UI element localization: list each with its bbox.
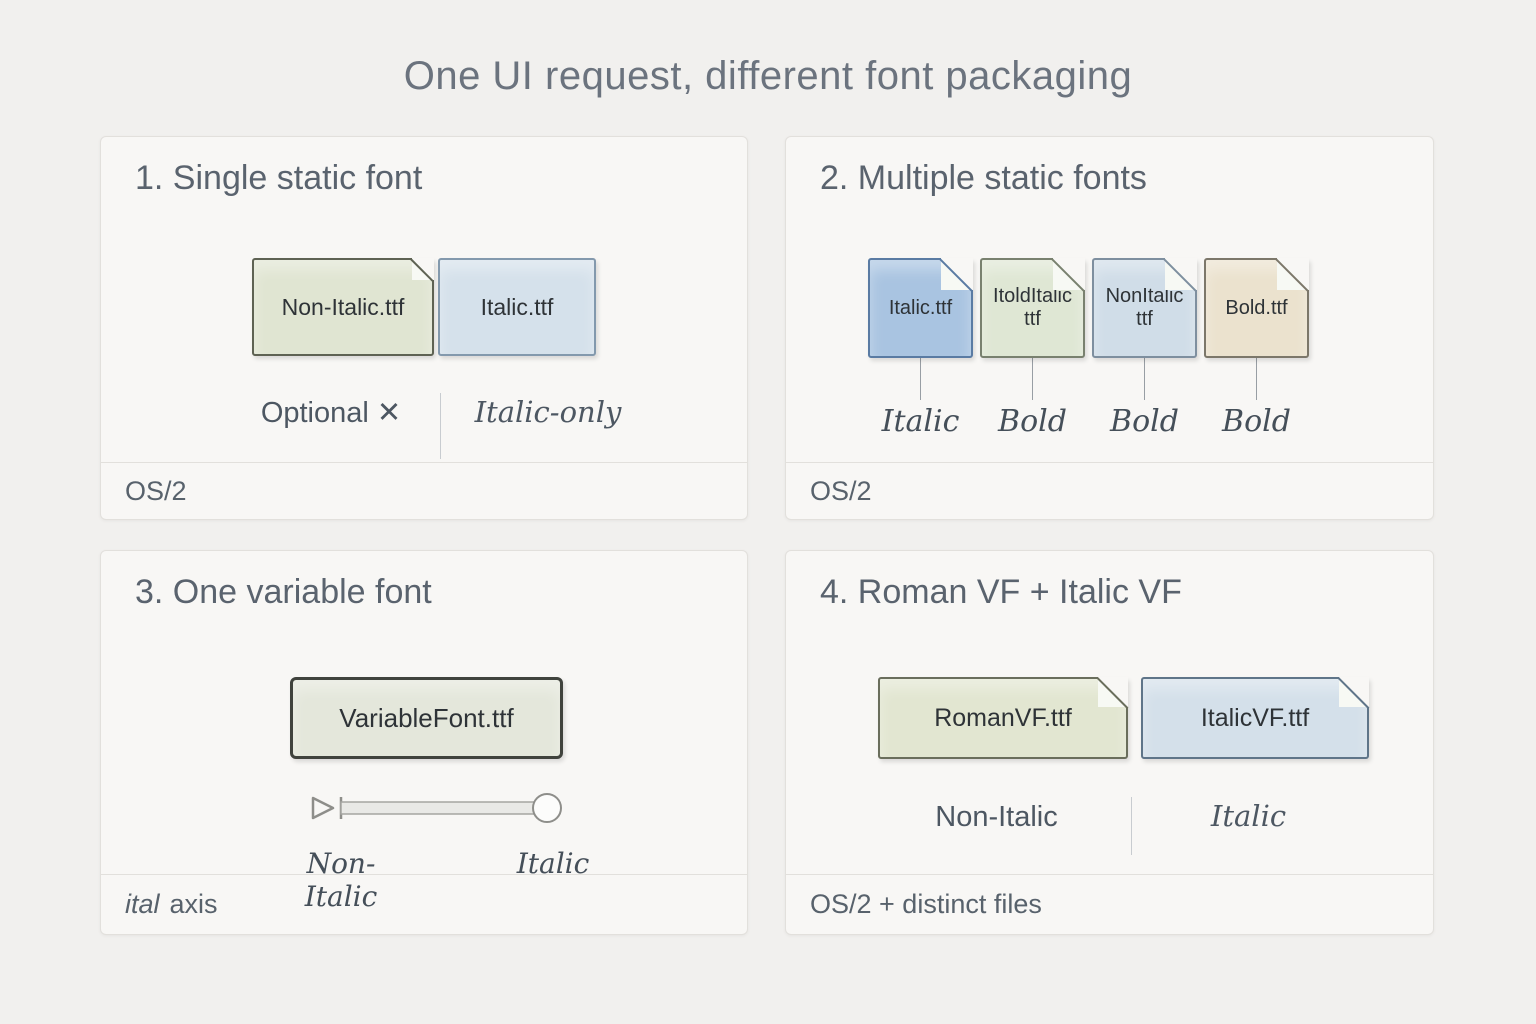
file-name: VariableFont.ttf (339, 702, 514, 733)
file-name: RomanVF.ttf (934, 703, 1072, 732)
panel4-footer: OS/2 + distinct files (786, 874, 1433, 934)
file-icon-italicvf-ttf: ItalicVF.ttf (1141, 677, 1369, 759)
panel-one-variable-font: 3. One variable font VariableFont.ttf No… (100, 550, 748, 935)
file-icon-italic-ttf: Italic.ttf (868, 258, 973, 358)
panel3-heading: 3. One variable font (135, 573, 432, 611)
panel2-footer: OS/2 (786, 462, 1433, 519)
file-name: ItoldItalic ttf (993, 285, 1072, 330)
footer-axis-tag: ital (125, 889, 160, 919)
caption-italic-only: Italic-only (474, 395, 622, 429)
style-label: Bold (1222, 404, 1291, 439)
caption-divider (1131, 797, 1132, 855)
file-icon-non-italic-ttf: Non-Italic.ttf (252, 258, 434, 356)
caption-optional: Optional ✕ (260, 397, 402, 429)
panel-single-static-font: 1. Single static font Non-Italic.ttf Ita… (100, 136, 748, 520)
panel-multiple-static-fonts: 2. Multiple static fonts Italic.ttf Ital… (785, 136, 1434, 520)
slider-knob (532, 793, 562, 823)
connector-line (1144, 358, 1145, 400)
file-name: Bold.ttf (1225, 296, 1288, 319)
footer-text: OS/2 + distinct files (810, 889, 1042, 919)
caption-italic: Italic (1210, 799, 1287, 833)
panel3-footer: ital axis (101, 874, 747, 934)
slider-label-non-italic: Non-Italic (304, 847, 378, 913)
connector-line (1032, 358, 1033, 400)
caption-non-italic: Non-Italic (935, 801, 1058, 833)
panel-roman-vf-italic-vf: 4. Roman VF + Italic VF RomanVF.ttf Ital… (785, 550, 1434, 935)
panel2-heading: 2. Multiple static fonts (820, 159, 1147, 197)
slider-track (340, 801, 542, 815)
file-icon-bold-ttf: Bold.ttf (1204, 258, 1309, 358)
file-column: Italic.ttf Italic (868, 258, 973, 439)
panel1-file-row: Non-Italic.ttf Italic.ttf (101, 258, 747, 356)
connector-line (1256, 358, 1257, 400)
style-label: Bold (1110, 404, 1179, 439)
style-label: Italic (881, 404, 960, 439)
file-icon-bolditalic-ttf: ItoldItalic ttf (980, 258, 1085, 358)
file-name: Non-Italic.ttf (281, 293, 405, 320)
file-column: NonItalic ttf Bold (1092, 258, 1197, 439)
panel4-file-row: RomanVF.ttf ItalicVF.ttf (878, 677, 1369, 759)
footer-text: axis (169, 889, 218, 919)
style-label: Bold (998, 404, 1067, 439)
panel1-footer: OS/2 (101, 462, 747, 519)
panel2-file-row: Italic.ttf Italic ItoldItalic ttf Bold N… (868, 258, 1309, 439)
slider-arrow-icon (311, 796, 335, 820)
ital-axis-slider (311, 793, 562, 823)
file-icon-nonitalic-ttf: NonItalic ttf (1092, 258, 1197, 358)
panel4-heading: 4. Roman VF + Italic VF (820, 573, 1182, 611)
footer-text: OS/2 (810, 475, 872, 506)
footer-text: OS/2 (125, 475, 187, 506)
file-name: ItalicVF.ttf (1200, 703, 1310, 732)
file-column: ItoldItalic ttf Bold (980, 258, 1085, 439)
file-name: Italic.ttf (888, 296, 953, 319)
file-name: Italic.ttf (480, 293, 554, 320)
page-title: One UI request, different font packaging (403, 54, 1133, 98)
file-icon-italic-ttf: Italic.ttf (438, 258, 596, 356)
caption-divider (440, 393, 441, 459)
file-icon-romanvf-ttf: RomanVF.ttf (878, 677, 1128, 759)
file-icon-variablefont-ttf: VariableFont.ttf (290, 677, 563, 759)
panel1-heading: 1. Single static font (135, 159, 423, 197)
connector-line (920, 358, 921, 400)
file-column: Bold.ttf Bold (1204, 258, 1309, 439)
file-name: NonItalic ttf (1105, 285, 1184, 330)
